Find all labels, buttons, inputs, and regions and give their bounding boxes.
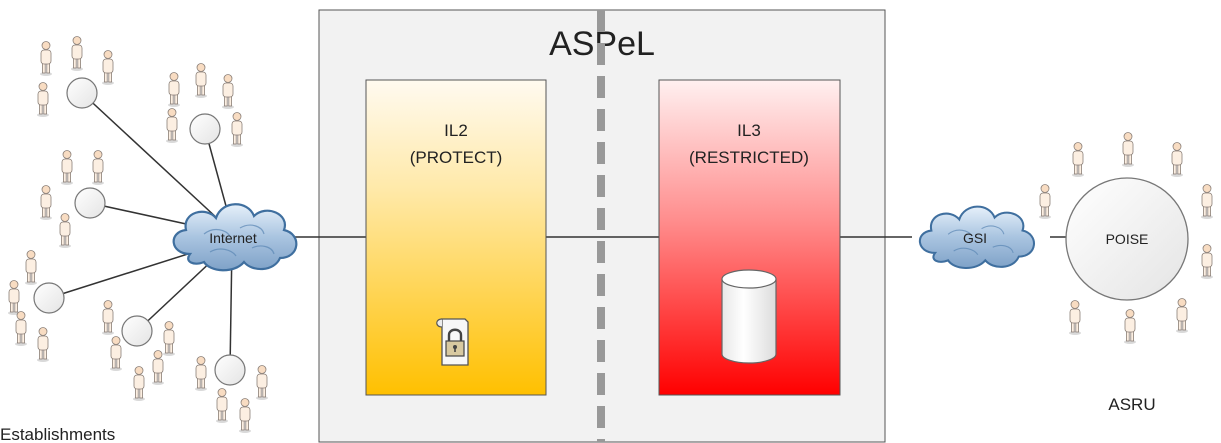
person-icon bbox=[1121, 132, 1135, 168]
person-icon bbox=[230, 112, 244, 148]
internet-cloud-label: Internet bbox=[209, 230, 257, 246]
person-icon bbox=[39, 185, 53, 221]
person-icon bbox=[1175, 298, 1189, 334]
person-icon bbox=[255, 365, 269, 401]
person-icon bbox=[1200, 184, 1214, 220]
person-icon bbox=[194, 356, 208, 392]
person-icon bbox=[132, 366, 146, 402]
person-icon bbox=[60, 150, 74, 186]
person-icon bbox=[14, 311, 28, 347]
establishments-label: Establishments bbox=[0, 425, 115, 443]
zone-il3-sublabel: (RESTRICTED) bbox=[689, 148, 809, 167]
zone-il2: IL2 (PROTECT) bbox=[365, 79, 547, 396]
person-icon bbox=[238, 398, 252, 434]
person-icon bbox=[167, 72, 181, 108]
person-icon bbox=[165, 108, 179, 144]
person-icon bbox=[101, 50, 115, 86]
person-icon bbox=[1170, 142, 1184, 178]
asru-label: ASRU bbox=[1108, 395, 1155, 414]
person-icon bbox=[162, 321, 176, 357]
person-icon bbox=[1068, 300, 1082, 336]
person-icon bbox=[58, 213, 72, 249]
person-icon bbox=[1071, 142, 1085, 178]
person-icon bbox=[101, 300, 115, 336]
person-icon bbox=[70, 36, 84, 72]
database-cylinder-icon bbox=[721, 269, 777, 364]
person-icon bbox=[24, 250, 38, 286]
zone-il2-sublabel: (PROTECT) bbox=[410, 148, 503, 167]
person-icon bbox=[1123, 309, 1137, 345]
zone-il3: IL3 (RESTRICTED) bbox=[658, 79, 841, 396]
establishment-hubs bbox=[33, 77, 246, 386]
person-icon bbox=[1200, 244, 1214, 280]
person-icon bbox=[91, 150, 105, 186]
person-icon bbox=[151, 350, 165, 386]
person-icon bbox=[39, 41, 53, 77]
person-icon bbox=[221, 74, 235, 110]
hub-circle-icon bbox=[33, 282, 65, 314]
hub-circle-icon bbox=[189, 113, 221, 145]
zone-il3-label: IL3 bbox=[737, 121, 761, 140]
person-icon bbox=[1038, 184, 1052, 220]
hub-circle-icon bbox=[121, 315, 153, 347]
person-icon bbox=[215, 388, 229, 424]
person-icon bbox=[194, 63, 208, 99]
padlock-document-icon bbox=[436, 318, 469, 366]
hub-circle-icon bbox=[66, 77, 98, 109]
zone-il2-label: IL2 bbox=[444, 121, 468, 140]
person-icon bbox=[36, 327, 50, 363]
hub-circle-icon bbox=[74, 187, 106, 219]
poise-label: POISE bbox=[1106, 231, 1149, 247]
gsi-cloud-label: GSI bbox=[963, 230, 987, 246]
hub-circle-icon bbox=[214, 354, 246, 386]
poise-node bbox=[1065, 177, 1189, 301]
person-icon bbox=[109, 336, 123, 372]
person-icon bbox=[7, 280, 21, 316]
person-icon bbox=[36, 82, 50, 118]
